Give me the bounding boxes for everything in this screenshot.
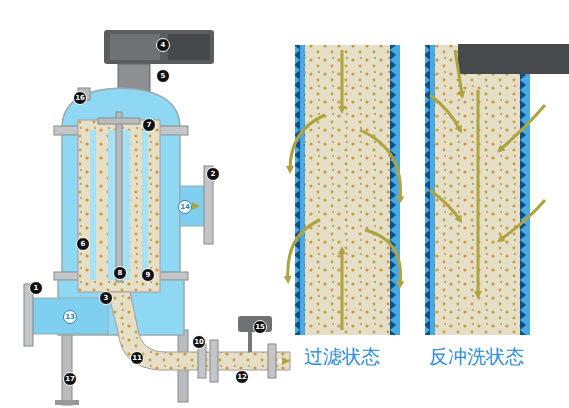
callout-number: 15	[253, 320, 267, 334]
callout-number: 10	[192, 335, 206, 349]
callout-number: 9	[141, 268, 155, 282]
callout-number: 7	[142, 118, 156, 132]
callout-number: 3	[99, 291, 113, 305]
callout-number: 13	[63, 310, 77, 324]
state-caption: 过滤状态	[304, 344, 380, 370]
callout-number: 8	[113, 266, 127, 280]
callout-number: 2	[206, 167, 220, 181]
callout-number: 6	[76, 237, 90, 251]
callout-number: 5	[156, 69, 170, 83]
callout-number: 11	[130, 351, 144, 365]
state-caption: 反冲洗状态	[429, 344, 524, 370]
callout-number: 14	[178, 200, 192, 214]
callout-number: 17	[63, 372, 77, 386]
callout-number: 16	[73, 91, 87, 105]
callout-number: 4	[156, 38, 170, 52]
callout-number: 12	[235, 370, 249, 384]
callout-number: 1	[29, 281, 43, 295]
